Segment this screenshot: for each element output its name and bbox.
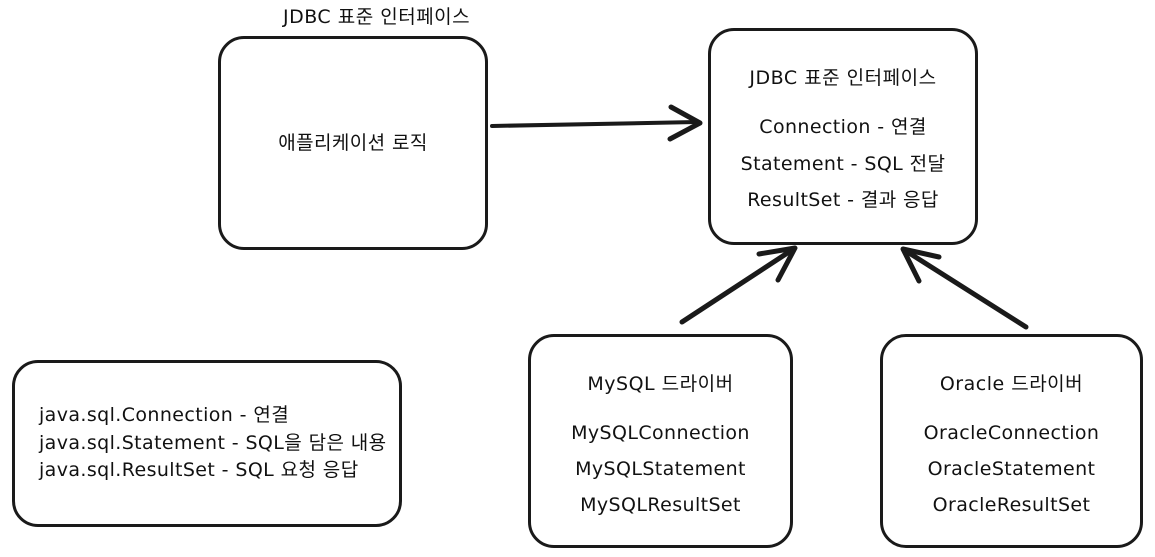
box-oracle-driver-line-resultset: OracleResultSet xyxy=(932,493,1091,516)
box-mysql-driver-line-connection: MySQLConnection xyxy=(571,422,750,445)
box-mysql-driver-line-statement: MySQLStatement xyxy=(575,458,746,480)
box-application-logic-label: 애플리케이션 로직 xyxy=(278,131,428,154)
box-oracle-driver: Oracle 드라이버 OracleConnection OracleState… xyxy=(880,334,1143,548)
arrow-oracle-driver-to-jdbc-interface xyxy=(900,246,1029,330)
box-oracle-driver-line-connection: OracleConnection xyxy=(923,422,1100,445)
box-application-logic: 애플리케이션 로직 xyxy=(218,36,488,250)
box-mysql-driver-line-resultset: MySQLResultSet xyxy=(580,493,741,516)
box-mysql-driver: MySQL 드라이버 MySQLConnection MySQLStatemen… xyxy=(528,334,793,548)
box-oracle-driver-title: Oracle 드라이버 xyxy=(939,373,1084,396)
box-jdbc-standard-interface-line-statement: Statement - SQL 전달 xyxy=(740,152,946,175)
box-java-sql-package: java.sql.Connection - 연결 java.sql.Statem… xyxy=(12,360,402,527)
box-java-sql-line-resultset: java.sql.ResultSet - SQL 요청 응답 xyxy=(39,459,359,482)
box-java-sql-line-statement: java.sql.Statement - SQL을 담은 내용 xyxy=(39,431,387,454)
arrow-mysql-driver-to-jdbc-interface xyxy=(679,245,798,325)
box-jdbc-standard-interface: JDBC 표준 인터페이스 Connection - 연결 Statement … xyxy=(708,28,978,245)
box-oracle-driver-line-statement: OracleStatement xyxy=(927,458,1096,480)
box-mysql-driver-title: MySQL 드라이버 xyxy=(587,373,734,396)
box-jdbc-standard-interface-line-connection: Connection - 연결 xyxy=(759,115,927,138)
box-jdbc-standard-interface-line-resultset: ResultSet - 결과 응답 xyxy=(747,189,939,212)
box-jdbc-standard-interface-title: JDBC 표준 인터페이스 xyxy=(749,66,937,89)
diagram-caption: JDBC 표준 인터페이스 xyxy=(283,6,471,28)
box-java-sql-line-connection: java.sql.Connection - 연결 xyxy=(39,404,290,427)
arrow-app-logic-to-jdbc-interface xyxy=(490,104,703,142)
